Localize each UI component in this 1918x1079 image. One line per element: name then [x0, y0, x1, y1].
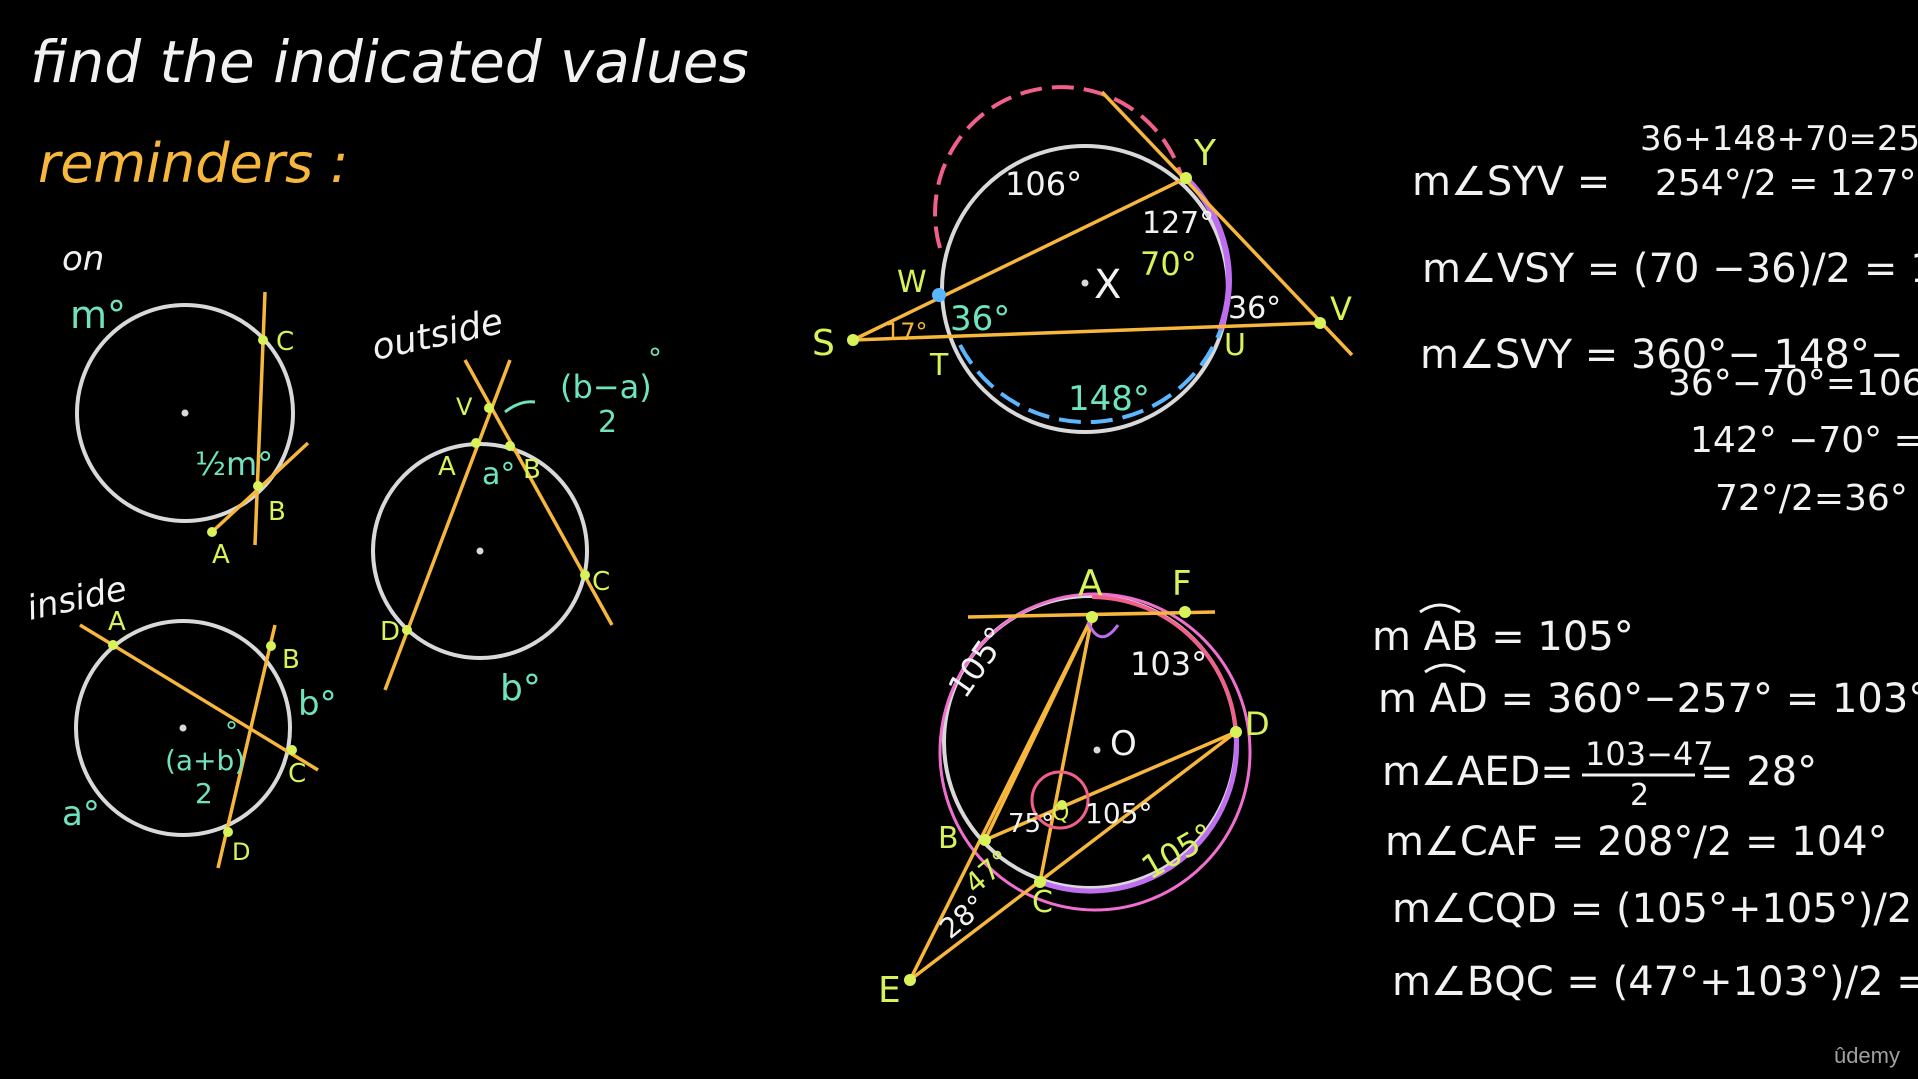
reminder-inside-point-a: A [108, 607, 126, 637]
reminder-on: on m° C B A ½m° [62, 239, 310, 570]
work2-line4: m∠CAF = 208°/2 = 104° [1385, 819, 1888, 865]
work2-line3-res: = 28° [1700, 749, 1817, 795]
reminder-outside-point-c: C [592, 567, 610, 597]
fig2-angle-105: 105° [1085, 797, 1152, 830]
reminder-outside-arc-a: a° [482, 457, 515, 492]
reminder-outside-point-d: D [380, 617, 400, 647]
work1-line3-b: 36°−70°=106° [1668, 363, 1918, 404]
reminder-outside: outside V A B C D a° b° (b−a) 2 ° [368, 301, 662, 709]
fig1-point-s: S [812, 323, 835, 364]
fig1-point-w: W [897, 265, 927, 300]
work-figure-one: m∠SYV = 36+148+70=254° 254°/2 = 127° m∠V… [1412, 119, 1918, 519]
fig1-angle-17: 17° [885, 318, 928, 346]
fig1-center-x: X [1094, 262, 1121, 308]
work1-line1-top: 36+148+70=254° [1640, 119, 1918, 159]
fig1-point-t: T [929, 348, 949, 383]
fig2-point-f: F [1172, 564, 1192, 604]
fig1-arc-148: 148° [1068, 379, 1150, 419]
fig2-point-d: D [1245, 705, 1270, 743]
fig1-arc-70: 70° [1140, 245, 1197, 283]
reminder-inside-formula-bottom: 2 [195, 777, 213, 810]
fig1-point-y: Y [1193, 133, 1217, 174]
fig1-arc-106: 106° [1005, 165, 1082, 203]
fig2-point-q: Q [1052, 801, 1069, 826]
fig2-angle-75: 75° [1008, 809, 1054, 839]
reminder-inside-formula-top: (a+b) [165, 744, 245, 777]
work2-line3-num: 103−47 [1585, 735, 1714, 773]
work1-line1-bottom: 254°/2 = 127° [1655, 163, 1917, 204]
page-title: find the indicated values [30, 28, 749, 96]
fig1-angle-36-t: 36° [950, 299, 1010, 339]
fig2-point-b: B [938, 821, 959, 856]
work2-line1: m AB = 105° [1372, 614, 1634, 660]
work2-line5: m∠CQD = (105°+105°)/2 = 105° [1392, 886, 1918, 932]
fig1-angle-36-u: 36° [1228, 291, 1281, 326]
work1-line3-c: 142° −70° = [1690, 420, 1918, 461]
reminder-outside-arc-b: b° [500, 668, 541, 709]
work2-line2: m AD = 360°−257° = 103° [1378, 676, 1918, 722]
reminder-inside: inside A B C D (a+b) 2 ° a° b° [24, 569, 337, 869]
reminder-inside-arc-b: b° [298, 684, 337, 724]
figure-two: A F D B C E O Q 105° 103° 105° 47° 75° 1… [878, 563, 1270, 1011]
reminder-outside-point-b: B [523, 455, 541, 485]
reminders-heading: reminders : [38, 132, 348, 195]
work1-line1-main: m∠SYV = [1412, 159, 1610, 205]
reminder-inside-arc-a: a° [62, 794, 100, 834]
figure-one: S W T Y U V X 106° 148° 70° 17° 36° 127°… [812, 85, 1354, 434]
reminder-outside-label: outside [368, 301, 506, 369]
fig1-point-u: U [1224, 328, 1246, 363]
reminder-inside-formula-deg: ° [225, 717, 238, 747]
fig2-arc-105-left: 105° [940, 620, 1015, 705]
fig2-arc-103: 103° [1130, 645, 1207, 683]
reminder-outside-point-v: V [456, 393, 473, 421]
reminder-inside-point-b: B [282, 645, 300, 675]
work1-line3-main: m∠SVY = 360°− 148°− [1420, 332, 1903, 378]
fig2-point-c: C [1032, 885, 1053, 920]
reminder-on-half-measure: ½m° [195, 445, 273, 483]
reminder-on-point-a: A [212, 540, 230, 570]
reminder-inside-point-c: C [288, 759, 306, 789]
fig2-point-a: A [1078, 563, 1103, 604]
work1-line3-d: 72°/2=36° [1715, 478, 1908, 519]
reminder-outside-formula-deg: ° [648, 342, 662, 375]
reminder-on-point-b: B [268, 497, 286, 527]
reminder-on-label: on [62, 239, 104, 279]
reminder-on-point-c: C [276, 327, 294, 357]
fig1-angle-127: 127° [1142, 206, 1214, 241]
fig2-center-o: O [1110, 724, 1137, 764]
fig1-point-v: V [1330, 290, 1352, 328]
work2-line3-den: 2 [1630, 778, 1649, 813]
work1-line2: m∠VSY = (70 −36)/2 = 17° [1422, 246, 1918, 292]
fig2-point-e: E [878, 970, 901, 1011]
reminder-outside-formula-top: (b−a) [560, 368, 652, 406]
work2-line3-main: m∠AED= [1382, 749, 1574, 795]
work-figure-two: m AB = 105° m AD = 360°−257° = 103° m∠AE… [1372, 603, 1918, 1005]
reminder-inside-point-d: D [232, 838, 250, 866]
udemy-watermark: ûdemy [1833, 1043, 1900, 1068]
reminder-outside-point-a: A [438, 452, 456, 482]
work2-line6: m∠BQC = (47°+103°)/2 = 75° [1392, 959, 1918, 1005]
reminder-outside-formula-bottom: 2 [598, 405, 617, 440]
